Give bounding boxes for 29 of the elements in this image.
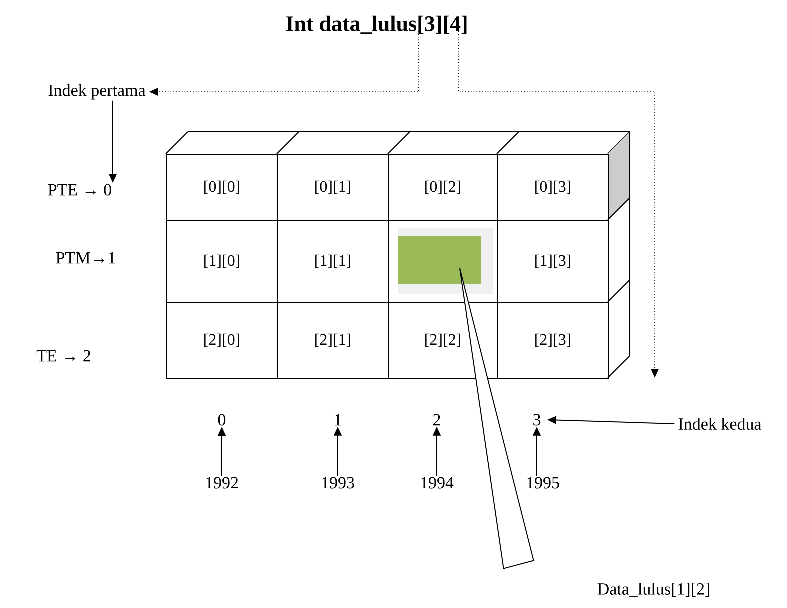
index-label: 2 xyxy=(434,414,440,426)
callout-pointer xyxy=(460,268,534,570)
year-label: 1993 xyxy=(322,477,354,489)
array-cell xyxy=(388,220,498,303)
array-cell: [1][3] xyxy=(497,220,609,303)
callout-label: Data_lulus[1][2] xyxy=(598,582,710,598)
array-cell: [1][1] xyxy=(277,220,389,303)
index-label: 1 xyxy=(335,414,342,426)
row-label: PTE → 0 xyxy=(48,184,112,196)
year-label: 1994 xyxy=(422,477,454,489)
year-label: 1995 xyxy=(528,477,560,489)
array-cell: [0][3] xyxy=(497,154,609,221)
array-cell: [2][0] xyxy=(166,302,278,379)
array-cell: [2][3] xyxy=(497,302,609,379)
array-cell: [0][2] xyxy=(388,154,498,221)
row-label: PTM→1 xyxy=(56,252,116,264)
title-text: Int data_lulus[3][4] xyxy=(286,16,467,34)
year-label: 1992 xyxy=(206,477,238,489)
row-label: TE → 2 xyxy=(36,350,90,362)
array-cell: [2][1] xyxy=(277,302,389,379)
highlight-rectangle xyxy=(398,228,493,294)
array-cell: [0][0] xyxy=(166,154,278,221)
array-cell: [0][1] xyxy=(277,154,389,221)
axis-label: Indek pertama xyxy=(48,84,146,100)
index-label: 0 xyxy=(218,414,226,426)
array-cell: [2][2] xyxy=(388,302,498,379)
index-label: 3 xyxy=(534,414,541,426)
array-cell: [1][0] xyxy=(166,220,278,303)
axis-label: Indek kedua xyxy=(678,418,762,430)
